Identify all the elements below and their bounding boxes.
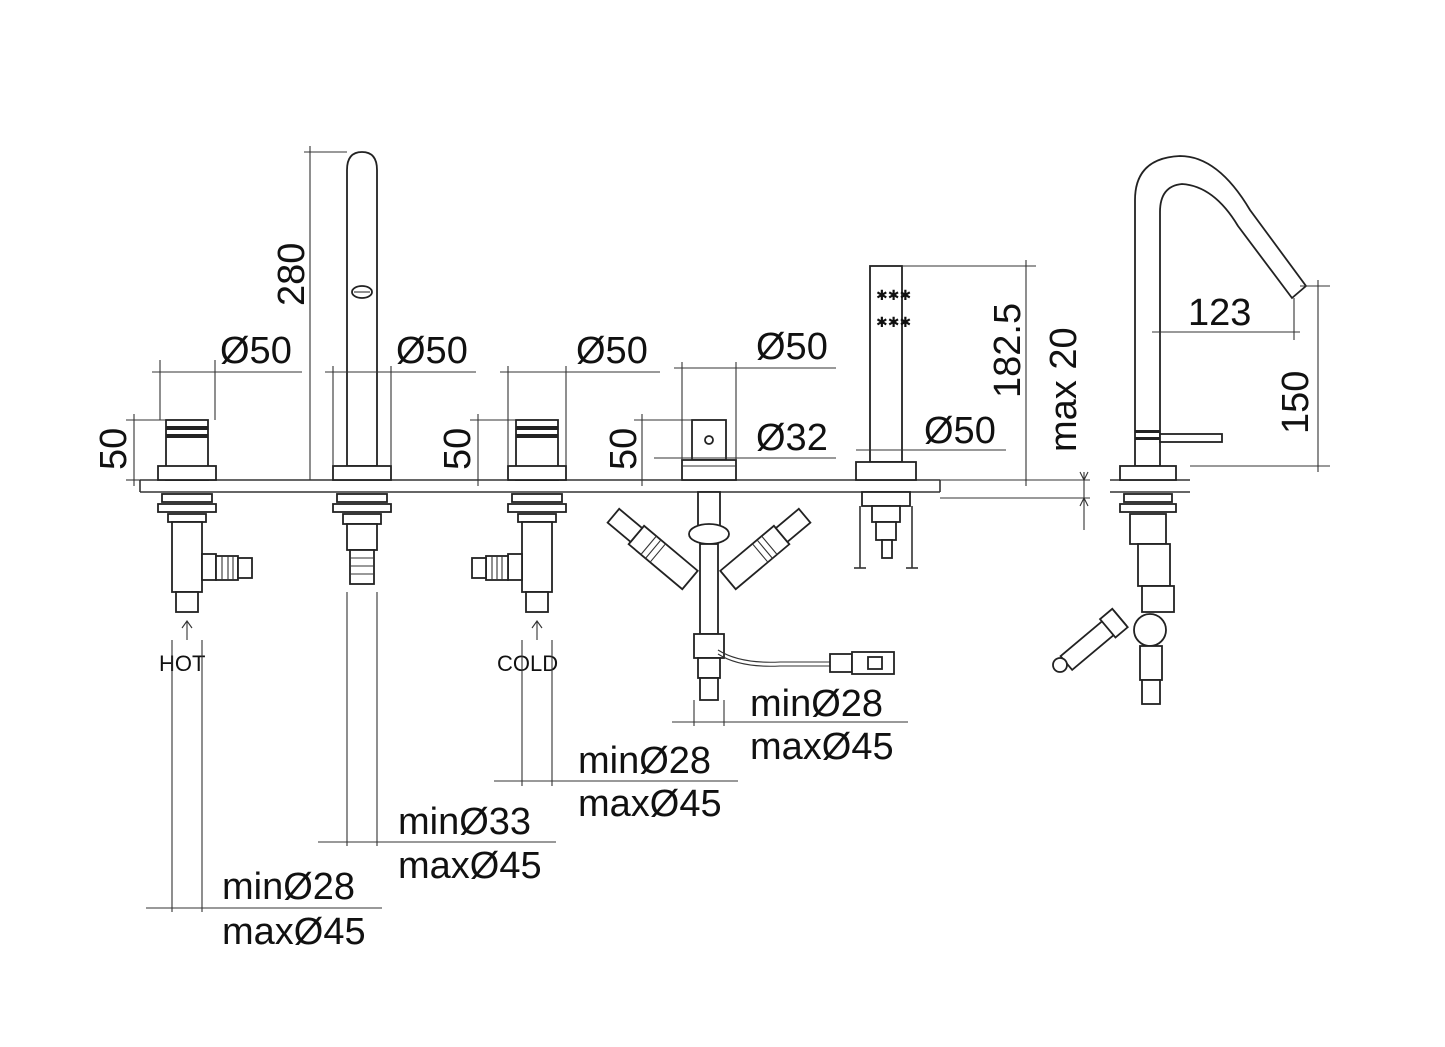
spout-dia-dim — [325, 366, 476, 466]
svg-text:✱✱✱: ✱✱✱ — [876, 287, 911, 303]
cold-arrow-icon — [531, 620, 543, 640]
hot-valve — [157, 419, 253, 613]
cold-handle-height-dim — [470, 414, 516, 486]
side-view-faucet — [1052, 155, 1308, 705]
hand-shower: ✱✱✱ ✱✱✱ — [854, 265, 918, 569]
shower-height: 182.5 — [987, 303, 1029, 398]
diverter-knob-dia: Ø32 — [756, 417, 828, 459]
diverter-height: 50 — [603, 428, 645, 470]
hot-handle-height: 50 — [93, 428, 135, 470]
diverter — [606, 419, 895, 701]
deck-plate — [139, 479, 1190, 499]
spout — [332, 151, 392, 585]
shower-height-dim — [902, 260, 1036, 486]
spout-pipe-lines — [318, 592, 556, 846]
cold-handle-height: 50 — [437, 428, 479, 470]
side-height: 150 — [1275, 371, 1317, 434]
hot-pipe-max: maxØ45 — [222, 911, 366, 953]
spout-pipe-min: minØ33 — [398, 801, 531, 843]
side-reach-dim — [1152, 298, 1300, 340]
cold-pipe-max: maxØ45 — [578, 783, 722, 825]
spout-pipe-max: maxØ45 — [398, 845, 542, 887]
spout-height-dim — [304, 146, 347, 480]
diverter-pipe-max: maxØ45 — [750, 726, 894, 768]
diverter-dia-dim — [674, 362, 836, 460]
hot-arrow-icon — [181, 620, 193, 640]
hot-pipe-min: minØ28 — [222, 866, 355, 908]
cold-label: COLD — [497, 651, 558, 676]
diverter-pipe-lines — [672, 700, 908, 726]
shower-base-dia: Ø50 — [924, 410, 996, 452]
deck-thickness-dim — [1079, 471, 1089, 530]
shower-nozzles: ✱✱✱ ✱✱✱ — [876, 287, 911, 330]
cold-handle-dia: Ø50 — [576, 330, 648, 372]
hot-pipe-lines — [146, 640, 382, 912]
deck-thickness: max 20 — [1043, 327, 1085, 452]
hot-handle-dia: Ø50 — [220, 330, 292, 372]
spout-height: 280 — [271, 243, 313, 306]
spout-dia: Ø50 — [396, 330, 468, 372]
cold-pipe-min: minØ28 — [578, 740, 711, 782]
hot-handle-dia-dim — [152, 360, 302, 420]
hot-label: HOT — [159, 651, 205, 676]
side-height-dim — [1190, 280, 1330, 472]
cold-pipe-lines — [494, 640, 738, 786]
diverter-pipe-min: minØ28 — [750, 683, 883, 725]
diverter-height-dim — [634, 414, 692, 486]
cold-valve — [471, 419, 567, 613]
side-reach: 123 — [1188, 292, 1251, 334]
hot-handle-height-dim — [126, 414, 166, 486]
svg-text:✱✱✱: ✱✱✱ — [876, 314, 911, 330]
cold-handle-dia-dim — [500, 366, 660, 466]
diverter-dia: Ø50 — [756, 326, 828, 368]
